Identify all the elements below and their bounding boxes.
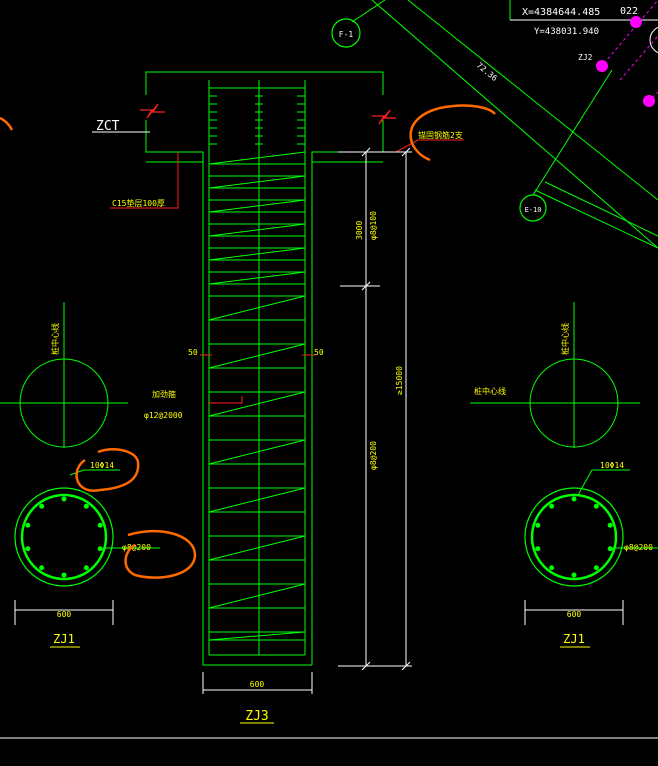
rebar-dot (25, 546, 31, 552)
zj2-label: ZJ2 (578, 53, 593, 62)
rebar-dot (83, 565, 89, 571)
left-section: 桩中心线 10Φ14 φ8@200 600 ZJ1 (0, 302, 160, 648)
road-label: 72.36 (475, 61, 499, 83)
stirrup-segment (208, 223, 306, 237)
pile-width-dim: 600 (250, 680, 265, 689)
axis-bubble-e10-label: E-10 (525, 206, 542, 214)
edge-dim-right: 50 (314, 348, 324, 357)
markup-annotations (0, 104, 496, 579)
cap-label: ZCT (96, 119, 120, 134)
dense-length: 3000 (355, 221, 364, 240)
stirrup-segment (208, 247, 306, 261)
stirrup-segment (208, 439, 306, 465)
left-center-label: 桩中心线 (50, 323, 60, 355)
stirrup-segment (208, 535, 306, 561)
rebar-dot (571, 572, 577, 578)
rebar-dot (39, 565, 45, 571)
dense-stirrup: φ8@100 (369, 211, 378, 240)
right-center-label: 桩中心线 (560, 323, 570, 355)
stirrup-segment (208, 175, 306, 189)
rebar-dot (25, 522, 31, 528)
rebar-dot (535, 522, 541, 528)
rebar-dot (549, 565, 555, 571)
rebar-dot (97, 522, 103, 528)
stiffener-title: 加劲箍 (152, 389, 176, 399)
right-section-name: ZJ1 (563, 632, 585, 646)
stiffener-spec: φ12@2000 (144, 411, 183, 420)
right-stirrup-label: φ8@200 (624, 543, 653, 552)
stirrup-segment (208, 583, 306, 609)
stirrup-segment (208, 343, 306, 369)
rebar-dot (607, 546, 613, 552)
normal-stirrup: φ8@200 (369, 441, 378, 470)
site-plan: F-1 E-10 X=4384644.485 Y=438031.940 022 … (331, 0, 658, 249)
left-stirrup-label: φ8@200 (122, 543, 151, 552)
rebar-dot (61, 572, 67, 578)
x-coordinate: X=4384644.485 (522, 7, 600, 18)
left-width-dim: 600 (57, 610, 72, 619)
axis-bubble-f1 (331, 18, 361, 48)
pile-elevation: ZCT C15垫层100厚 锚固钢筋2支 50 50 加劲箍 φ12@2000 … (92, 71, 464, 724)
left-section-name: ZJ1 (53, 632, 75, 646)
stirrup-segment (208, 199, 306, 213)
rebar-dot (97, 546, 103, 552)
stirrup-segment (208, 271, 306, 285)
stirrup-segment (208, 151, 306, 165)
right-main-bars-label: 10Φ14 (600, 461, 624, 470)
stirrup-segment (208, 295, 306, 321)
right-main-bars (535, 496, 613, 578)
stirrup-segment (208, 487, 306, 513)
spiral-stirrups (208, 151, 306, 641)
rebar-dot (39, 503, 45, 509)
stirrup-segment (208, 391, 306, 417)
edge-dim-left: 50 (188, 348, 198, 357)
right-section: 桩中心线 桩中心线 10Φ14 φ8@200 600 ZJ1 (470, 302, 658, 648)
rebar-dot (61, 496, 67, 502)
right-center-label-h: 桩中心线 (474, 386, 506, 396)
rebar-dot (593, 565, 599, 571)
rebar-dot (83, 503, 89, 509)
anchor-ticks (209, 95, 305, 145)
pile-name: ZJ3 (245, 709, 268, 724)
rebar-dot (549, 503, 555, 509)
stirrup-segment (208, 631, 306, 641)
y-coordinate: Y=438031.940 (534, 27, 599, 37)
left-main-bars (25, 496, 103, 578)
corner-label: 022 (620, 6, 638, 17)
rebar-dot (593, 503, 599, 509)
axis-bubble-e10 (519, 194, 547, 222)
total-length: ≥15000 (395, 366, 404, 395)
rebar-dot (535, 546, 541, 552)
cushion-note: C15垫层100厚 (112, 198, 165, 208)
left-main-bars-label: 10Φ14 (90, 461, 114, 470)
magenta-zone (596, 0, 658, 107)
right-width-dim: 600 (567, 610, 582, 619)
rebar-dot (571, 496, 577, 502)
axis-bubble-f1-label: F-1 (339, 30, 354, 39)
top-right-note: 锚固钢筋2支 (418, 130, 463, 140)
rebar-dot (607, 522, 613, 528)
